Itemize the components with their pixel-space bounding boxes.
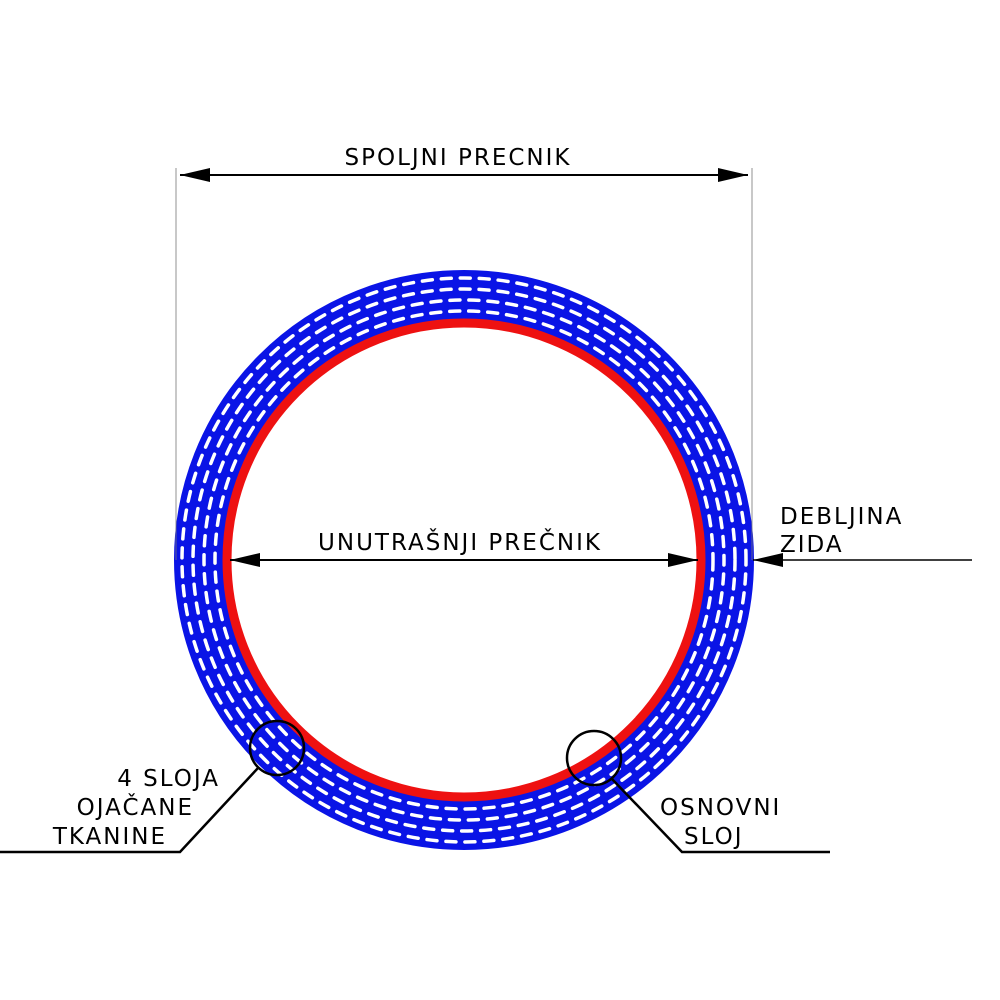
reinforcement-label-2: OJAČANE — [77, 793, 194, 821]
reinforcement-ply-1 — [213, 309, 715, 811]
base-layer-leader-line — [611, 778, 830, 854]
reinforcement-callout-circle — [248, 719, 306, 777]
inner-base-layer — [222, 318, 706, 802]
reinforcement-ply-2 — [202, 298, 726, 822]
wall-thickness-label-2: ZIDA — [780, 532, 844, 558]
reinforcement-label-3: TKANINE — [52, 824, 167, 850]
wall-thickness-label-1: DEBLJINA — [780, 504, 903, 530]
reinforcement-layers — [180, 276, 748, 844]
hose-ring — [174, 270, 754, 850]
outer-layer — [174, 270, 754, 850]
dimension-lines — [175, 168, 972, 567]
reinforcement-label-1: 4 SLOJA — [117, 766, 220, 792]
reinforcement-ply-4 — [180, 276, 748, 844]
base-layer-label-2: SLOJ — [684, 824, 743, 850]
base-layer-callout-circle — [565, 729, 623, 787]
inner-diameter-label: UNUTRAŠNJI PREČNIK — [318, 528, 602, 556]
reinforcement-leader-line — [0, 767, 259, 854]
callouts — [0, 719, 830, 854]
outer-diameter-label: SPOLJNI PRECNIK — [345, 145, 572, 171]
reinforcement-ply-3 — [191, 287, 737, 833]
base-layer-label-1: OSNOVNI — [660, 795, 781, 821]
